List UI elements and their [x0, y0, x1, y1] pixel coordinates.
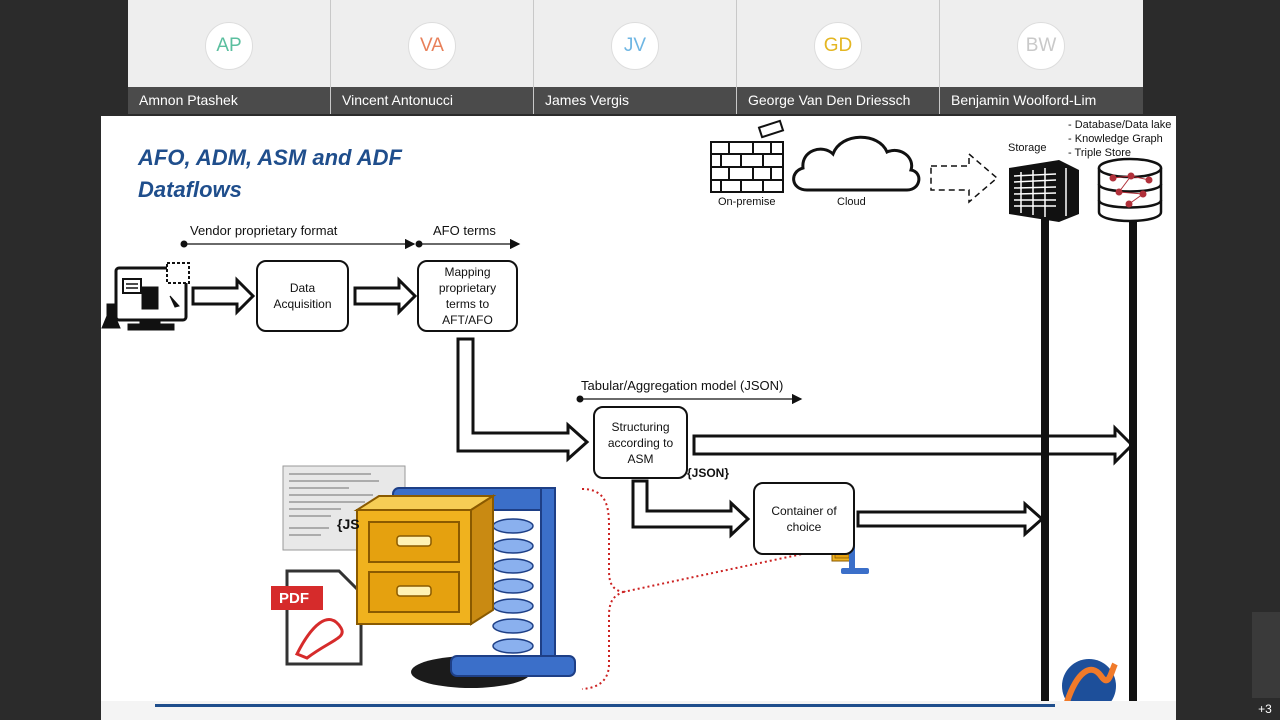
participant-tile-vincent[interactable]: VA Vincent Antonucci — [331, 0, 534, 114]
arrow-to-structuring — [456, 337, 590, 463]
participant-strip: AP Amnon Ptashek VA Vincent Antonucci JV… — [128, 0, 1149, 114]
cloud-label: Cloud — [837, 196, 866, 208]
avatar: BW — [1017, 22, 1065, 70]
arrow-to-container — [631, 479, 751, 539]
afo-terms-label: AFO terms — [433, 223, 496, 238]
avatar: GD — [814, 22, 862, 70]
pdf-label: PDF — [279, 590, 309, 607]
json-tag: {JSON} — [687, 466, 730, 480]
list-item: Database/Data lake — [1068, 118, 1172, 132]
slide-progress-line — [155, 704, 1055, 707]
list-item: Triple Store — [1068, 146, 1171, 160]
red-dotted-line — [622, 552, 808, 593]
firewall-icon — [710, 119, 785, 193]
participant-tile-amnon[interactable]: AP Amnon Ptashek — [128, 0, 331, 114]
slide-title: AFO, ADM, ASM and ADF Dataflows — [138, 145, 402, 202]
avatar: AP — [205, 22, 253, 70]
participant-tile-benjamin[interactable]: BW Benjamin Woolford-Lim — [940, 0, 1143, 114]
participant-name: George Van Den Driessch — [737, 87, 939, 114]
avatar: JV — [611, 22, 659, 70]
zip-archive-icon — [353, 487, 576, 688]
side-panel-handle[interactable] — [1252, 612, 1280, 698]
tabular-timeline — [576, 393, 803, 405]
database-icon — [1097, 157, 1163, 223]
participant-name: James Vergis — [534, 87, 736, 114]
list-item: Knowledge Graph — [1068, 132, 1171, 146]
red-dotted-connector — [581, 488, 627, 690]
avatar: VA — [408, 22, 456, 70]
vendor-format-timeline — [180, 238, 416, 250]
container-box: Container of choice — [753, 482, 855, 555]
arrow-to-storage-json — [692, 424, 1135, 466]
vendor-format-label: Vendor proprietary format — [190, 223, 338, 238]
tabular-model-label: Tabular/Aggregation model (JSON) — [581, 378, 784, 393]
mapping-box: Mapping proprietary terms to AFT/AFO — [417, 260, 518, 332]
json-card-tag: {JS — [337, 516, 360, 532]
overflow-participants-badge[interactable]: +3 — [1250, 698, 1280, 720]
server-icon — [1009, 160, 1079, 222]
dataflow-diagram — [101, 119, 1163, 720]
storage-types-list: Database/Data lake Knowledge Graph Tripl… — [1068, 118, 1172, 160]
dashed-arrow-to-storage — [930, 152, 999, 204]
structuring-box: Structuring according to ASM — [593, 406, 688, 479]
on-premise-label: On-premise — [718, 196, 776, 208]
shared-slide: AFO, ADM, ASM and ADF Dataflows Vendor p… — [101, 116, 1176, 720]
participant-tile-james[interactable]: JV James Vergis — [534, 0, 737, 114]
participant-tile-george[interactable]: GD George Van Den Driessch — [737, 0, 940, 114]
company-logo-icon — [1062, 659, 1118, 713]
arrow-to-acquisition — [191, 276, 256, 316]
arrow-to-storage-container — [856, 500, 1045, 538]
arrow-to-mapping — [353, 276, 418, 316]
cloud-icon — [792, 135, 921, 192]
lab-computer-icon — [101, 262, 190, 331]
participant-name: Vincent Antonucci — [331, 87, 533, 114]
participant-name: Amnon Ptashek — [128, 87, 330, 114]
pdf-icon — [271, 569, 363, 666]
data-acquisition-box: Data Acquisition — [256, 260, 349, 332]
storage-label: Storage — [1008, 142, 1047, 154]
participant-name: Benjamin Woolford-Lim — [940, 87, 1143, 114]
afo-terms-timeline — [415, 238, 521, 250]
